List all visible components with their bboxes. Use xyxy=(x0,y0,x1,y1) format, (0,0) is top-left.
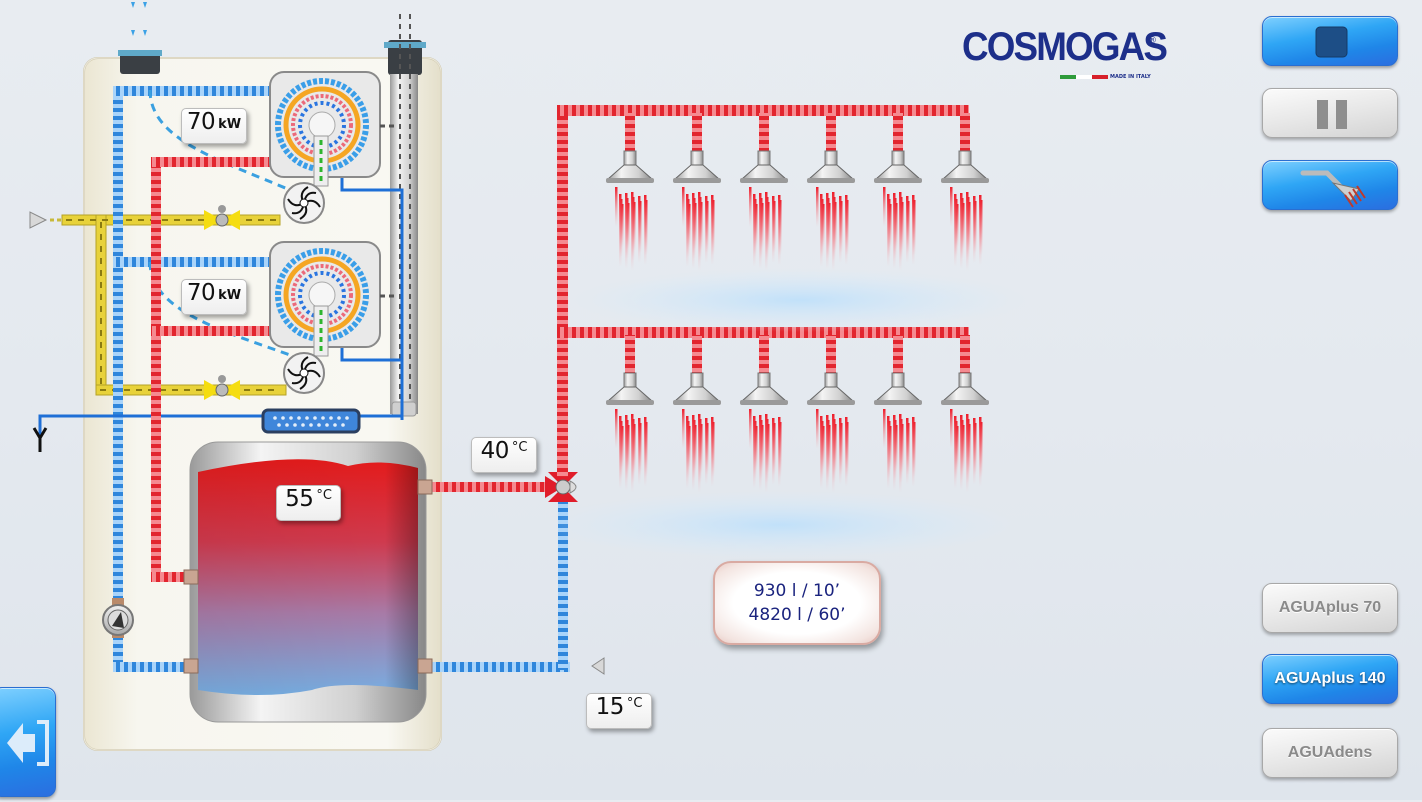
flow-rate-10min: 930 l / 10’ xyxy=(753,581,841,601)
gas-pipes xyxy=(29,205,287,400)
pause-icon xyxy=(1317,100,1347,129)
shower-head-icon xyxy=(874,113,922,271)
model-aguaplus-70-button[interactable]: AGUAplus 70 xyxy=(1262,583,1398,633)
temp-value: 55 xyxy=(285,486,314,512)
condensate-neutralizer xyxy=(261,408,361,434)
shower-head-icon xyxy=(941,335,989,493)
shower-button[interactable] xyxy=(1262,160,1398,210)
boiler-2-power-label: 70 kW xyxy=(181,279,247,315)
temp-value: 15 xyxy=(595,694,625,720)
temp-unit: °C xyxy=(626,696,643,711)
flow-rate-panel: 930 l / 10’ 4820 l / 60’ xyxy=(713,561,881,645)
temp-unit: °C xyxy=(316,488,332,503)
shower-head-icon xyxy=(673,335,721,493)
made-in-italy-text: MADE IN ITALY xyxy=(1110,74,1151,80)
flue-exhaust xyxy=(384,14,426,417)
shower-head-icon xyxy=(874,335,922,493)
shower-head-icon xyxy=(606,113,654,271)
flow-rate-60min: 4820 l / 60’ xyxy=(748,605,846,625)
mixing-valve-icon xyxy=(545,472,578,502)
model-label: AGUAplus 70 xyxy=(1278,599,1382,616)
power-value: 70 xyxy=(186,109,216,135)
mixed-temperature-label: 40 °C xyxy=(471,437,537,473)
power-unit: kW xyxy=(218,288,242,303)
stop-icon xyxy=(1315,26,1348,58)
cold-inlet-temperature-label: 15 °C xyxy=(586,693,652,729)
made-in-italy-badge: MADE IN ITALY xyxy=(1060,74,1151,80)
model-label: AGUAplus 140 xyxy=(1274,670,1386,687)
shower-manifold xyxy=(557,105,969,477)
shower-head-icon xyxy=(673,113,721,271)
flag-white xyxy=(1076,75,1092,79)
temp-value: 40 xyxy=(480,438,510,464)
shower-head-icon xyxy=(740,113,788,271)
shower-head-icon xyxy=(606,335,654,493)
shower-head-icon xyxy=(740,335,788,493)
shower-head-icon xyxy=(807,335,855,493)
boiler-module-1 xyxy=(269,71,381,224)
tank-temperature-label: 55 °C xyxy=(276,485,341,521)
temp-unit: °C xyxy=(511,440,528,455)
model-label: AGUAdens xyxy=(1287,744,1373,761)
brand-name: COSMOGAS xyxy=(962,25,1168,69)
model-aguaplus-140-button[interactable]: AGUAplus 140 xyxy=(1262,654,1398,704)
pause-button[interactable] xyxy=(1262,88,1398,138)
cosmogas-logo: COSMOGAS ® MADE IN ITALY xyxy=(962,24,1184,80)
shower-head-icon xyxy=(941,113,989,271)
gas-valve-icon xyxy=(204,375,240,400)
stop-button[interactable] xyxy=(1262,16,1398,66)
fan-icon xyxy=(283,352,325,394)
gas-valve-icon xyxy=(204,205,240,230)
power-unit: kW xyxy=(218,117,242,132)
shower-head-icon xyxy=(807,113,855,271)
model-aguadens-button[interactable]: AGUAdens xyxy=(1262,728,1398,778)
back-arrow-icon xyxy=(7,720,49,766)
cold-water-pipes xyxy=(32,86,605,675)
steam-clouds xyxy=(540,268,1030,559)
circulation-pump-icon xyxy=(102,598,134,638)
hot-water-pipes xyxy=(151,157,550,582)
storage-tank xyxy=(183,441,433,723)
drain-icon xyxy=(32,427,48,452)
registered-mark: ® xyxy=(1148,36,1157,46)
air-intake xyxy=(118,2,162,74)
shower-heads xyxy=(606,113,989,493)
flag-green xyxy=(1060,75,1076,79)
shower-icon xyxy=(1300,170,1366,208)
back-button[interactable] xyxy=(0,687,56,797)
boiler-1-power-label: 70 kW xyxy=(181,108,247,144)
power-value: 70 xyxy=(186,280,216,306)
flag-red xyxy=(1092,75,1108,79)
boiler-module-2 xyxy=(269,241,381,394)
fan-icon xyxy=(283,182,325,224)
